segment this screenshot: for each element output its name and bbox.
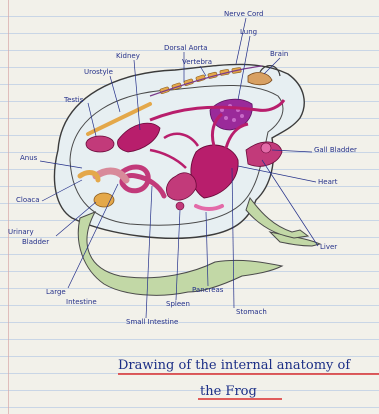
label-bladder: Bladder [22,238,49,246]
urinary-bladder [94,193,114,207]
label-brain: Brain [270,50,288,58]
gall-bladder [261,143,271,153]
spleen [176,202,184,210]
label-stomach: Stomach [236,308,267,316]
label-spleen: Spleen [166,300,190,308]
label-cloaca: Cloaca [16,196,40,204]
label-pancreas: Pancreas [192,286,223,294]
label-urostyle: Urostyle [84,68,113,76]
label-testis: Testis [64,96,83,104]
label-heart: Heart [318,178,337,186]
front-leg [246,198,308,238]
label-anus: Anus [20,154,37,162]
label-lung: Lung [240,28,257,36]
testis [86,136,114,152]
label-vertebra: Vertebra [182,58,212,66]
drawing-title-line-2: the Frog [200,384,257,399]
label-nerve-cord: Nerve Cord [224,10,263,18]
label-kidney: Kidney [116,52,140,60]
drawing-title-line-1: Drawing of the internal anatomy of [118,358,350,373]
label-urinary: Urinary [8,228,34,236]
label-dorsal-aorta: Dorsal Aorta [164,44,208,52]
label-intestine: Intestine [66,298,97,306]
label-gall-bladder: Gall Bladder [314,146,357,154]
label-large: Large [46,288,66,296]
label-small-intestine: Small Intestine [126,318,178,326]
label-liver: Liver [320,243,337,251]
